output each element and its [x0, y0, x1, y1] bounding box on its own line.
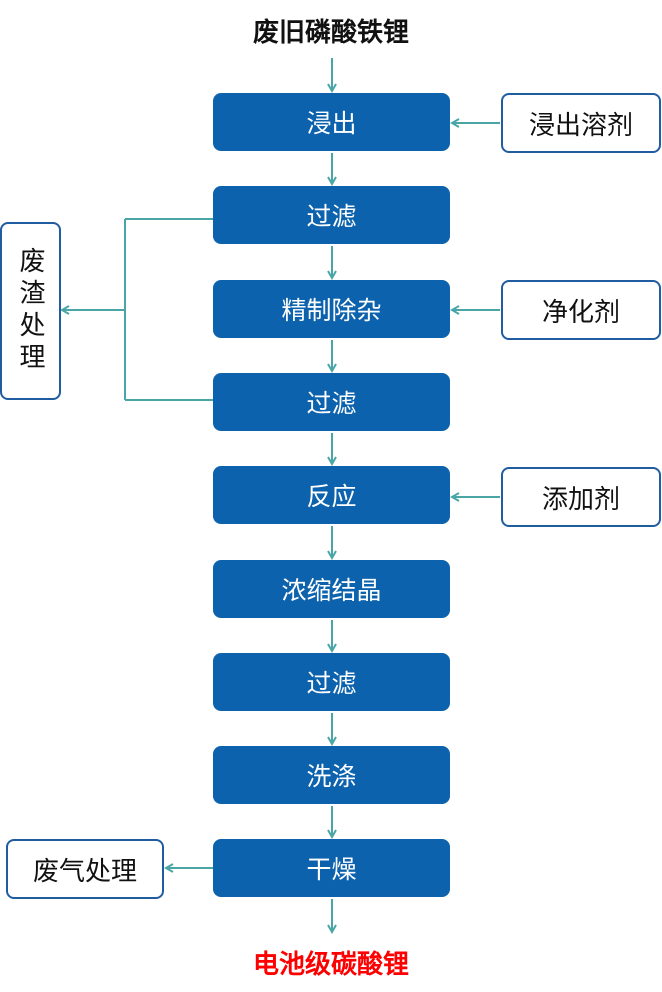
- input-additive: 添加剂: [501, 467, 661, 527]
- step-drying: 干燥: [213, 839, 450, 897]
- step-leaching: 浸出: [213, 93, 450, 151]
- input-leach-solvent: 浸出溶剂: [501, 93, 661, 153]
- residue-label: 废渣处理: [15, 247, 45, 375]
- step-filtration-1: 过滤: [213, 186, 450, 244]
- output-residue-treatment: 废渣处理: [0, 222, 61, 400]
- input-material-title: 废旧磷酸铁锂: [252, 18, 409, 48]
- output-gas-treatment: 废气处理: [6, 839, 164, 899]
- step-filtration-2: 过滤: [213, 373, 450, 431]
- step-reaction: 反应: [213, 466, 450, 524]
- product-title: 电池级碳酸锂: [252, 950, 409, 980]
- step-washing: 洗涤: [213, 746, 450, 804]
- input-purifier: 净化剂: [501, 280, 661, 340]
- step-filtration-3: 过滤: [213, 653, 450, 711]
- step-purification: 精制除杂: [213, 280, 450, 338]
- step-crystallization: 浓缩结晶: [213, 560, 450, 618]
